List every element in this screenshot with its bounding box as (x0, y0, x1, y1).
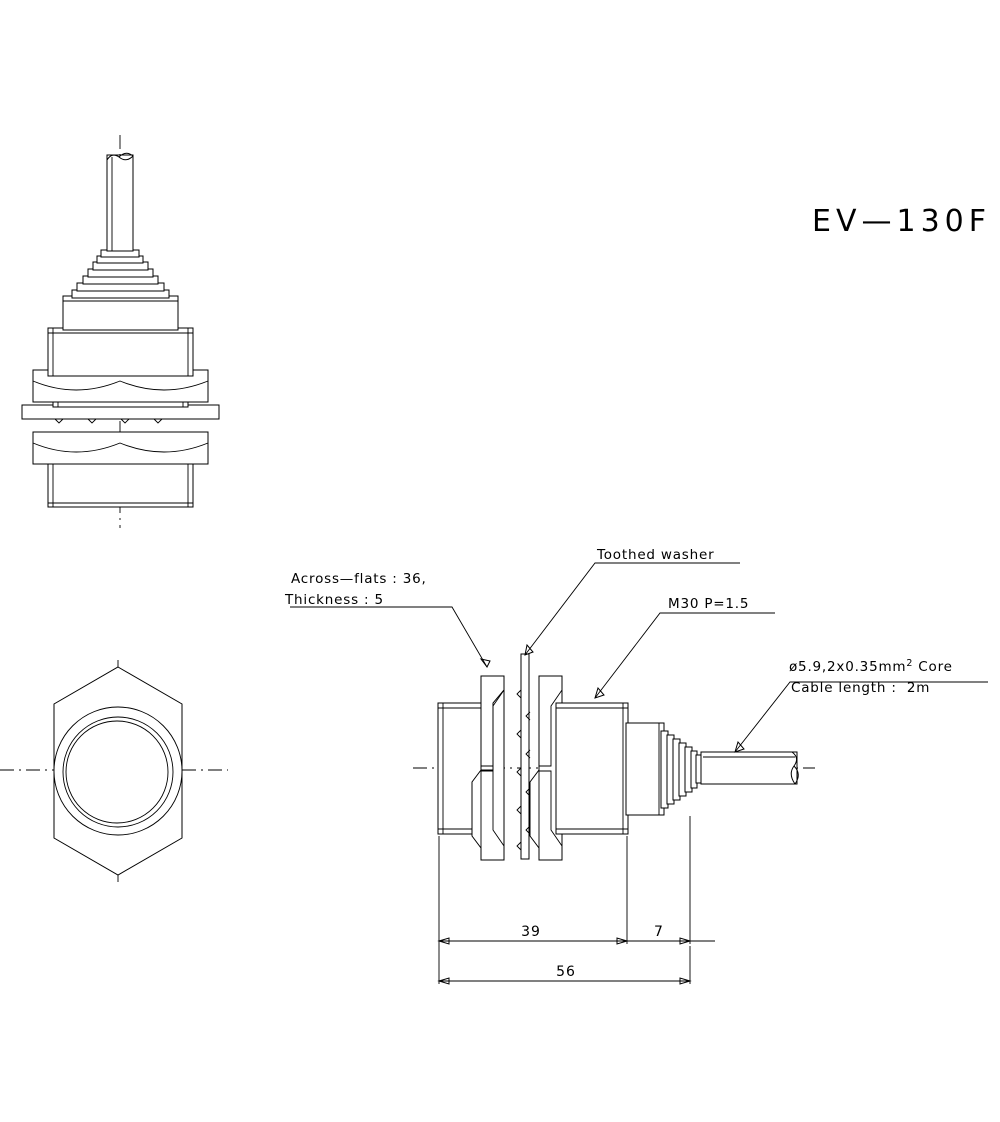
view1-hex-nut-upper-chamfer (32, 380, 209, 391)
annotation-cable-diameter: ø5.9,2x0.35mm2 Core (789, 658, 953, 675)
view2-thread-minor-circle (65, 720, 169, 824)
dimension-56: 56 (437, 964, 692, 985)
cable-dia-main: ø5.9,2x0.35mm (789, 659, 906, 675)
view1-hex-nut-lower (32, 431, 209, 465)
dimension-7: 7 (627, 924, 715, 945)
part-title: EV—130F (812, 204, 991, 239)
view1-hex-nut-lower-chamfer (32, 442, 209, 453)
view1-rear-cap (62, 295, 179, 331)
dimension-56-label: 56 (556, 964, 576, 980)
side-section-view: 39 7 56 (290, 562, 988, 985)
cable-dia-tail: Core (913, 659, 953, 675)
annotation-thread-spec: M30 P=1.5 (668, 596, 749, 612)
leader-toothed-washer (524, 562, 740, 656)
view2-chamfer-circle (53, 706, 183, 836)
view1-threaded-barrel (47, 327, 194, 377)
dimension-7-label: 7 (654, 924, 664, 940)
view3-thread-ticks (516, 689, 531, 851)
view3-strain-relief (660, 730, 703, 809)
dimension-39: 39 (437, 924, 660, 945)
view3-threaded-body (555, 702, 629, 835)
dimension-39-label: 39 (521, 924, 541, 940)
view1-cable-break-symbol-2 (118, 152, 134, 158)
dimension-extension-lines (438, 816, 691, 984)
leader-thread-spec (594, 612, 775, 699)
leader-cable-spec (734, 681, 988, 753)
leader-across-flats (290, 606, 491, 668)
end-face-hexagon-view (0, 660, 228, 885)
annotation-toothed-washer: Toothed washer (596, 547, 714, 563)
annotation-cable-length: Cable length : 2m (791, 680, 930, 696)
view1-cable (106, 154, 134, 252)
view2-thread-major-circle (62, 716, 174, 828)
view1-strain-relief (71, 249, 170, 299)
annotation-across-flats: Across—flats : 36, (291, 571, 427, 587)
front-elevation-view (21, 135, 220, 528)
view3-hex-nut-left-edges (480, 676, 505, 860)
cable-dia-superscript: 2 (906, 658, 913, 669)
annotation-thickness: Thickness : 5 (284, 592, 384, 608)
view2-hex-outline (53, 666, 183, 876)
view3-rear-cap (625, 722, 665, 816)
view3-cable-break-symbol-2 (793, 765, 799, 785)
